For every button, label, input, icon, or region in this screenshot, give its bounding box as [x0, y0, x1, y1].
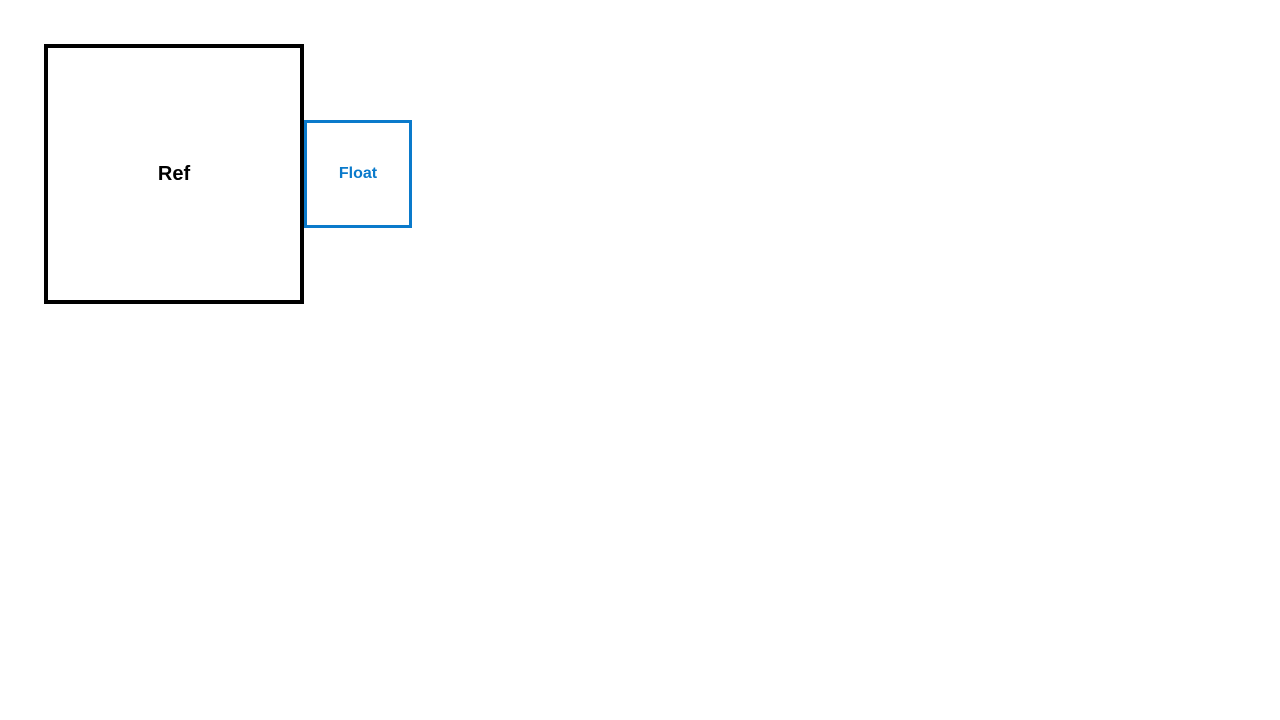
floating-label: Float [338, 165, 378, 182]
reference-box: Ref [44, 44, 304, 304]
floating-box[interactable]: Float [304, 120, 412, 228]
reference-label: Ref [157, 163, 191, 185]
